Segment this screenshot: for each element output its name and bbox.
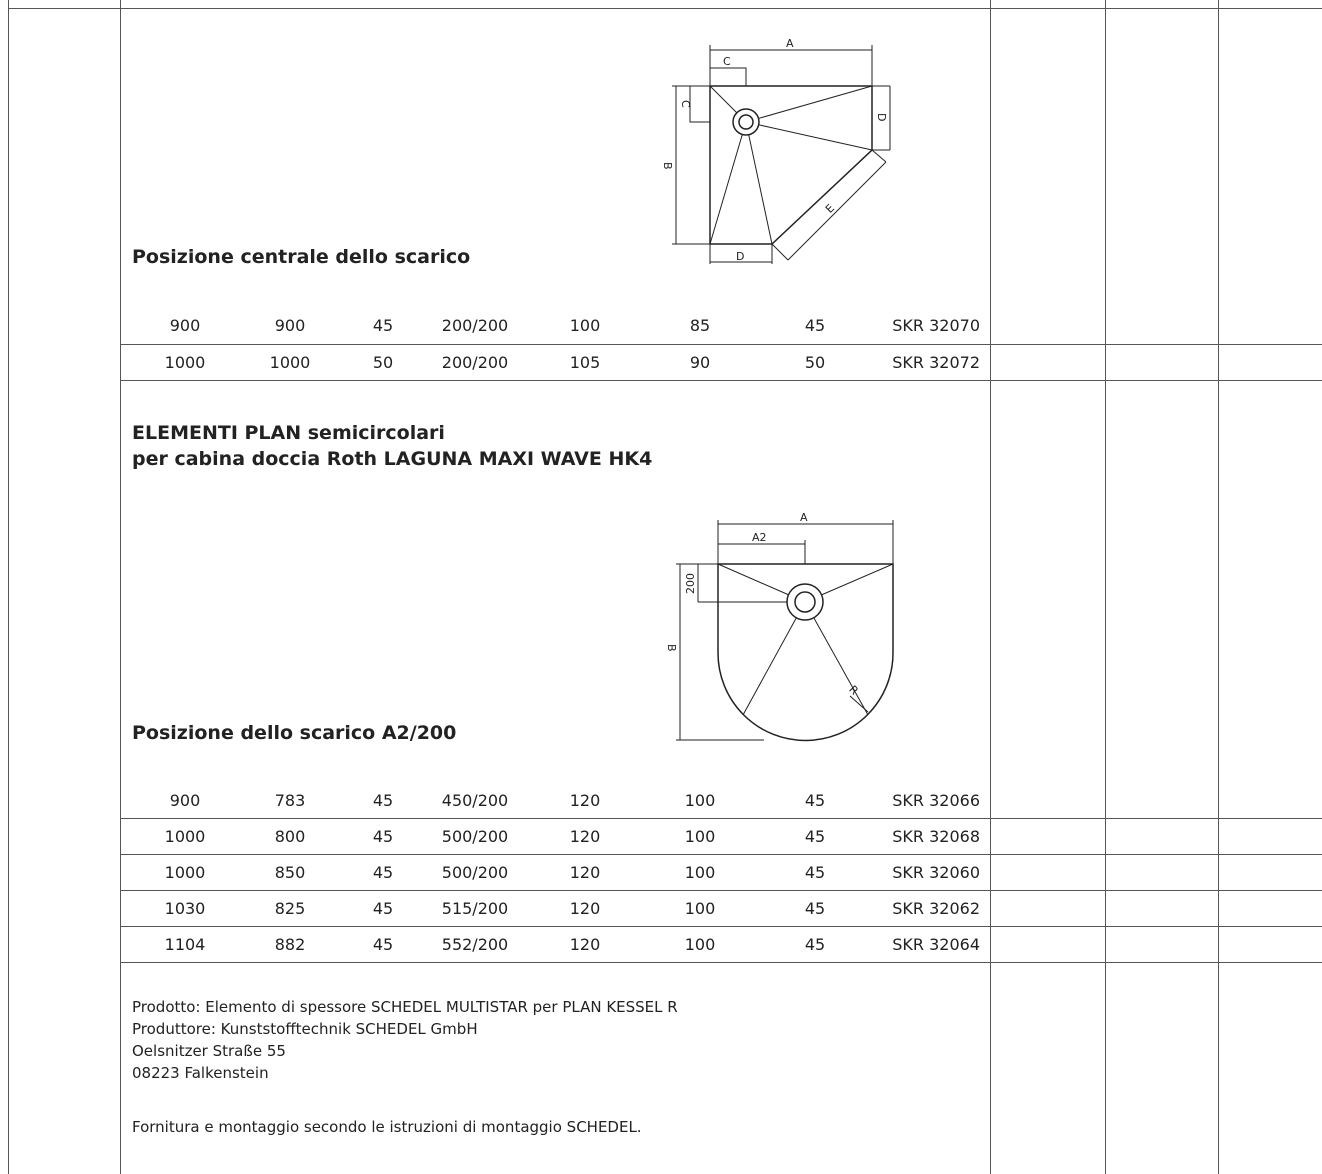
cell-a: 1030 bbox=[164, 899, 206, 918]
cell-code: SKR 32072 bbox=[892, 353, 980, 372]
footer-street: Oelsnitzer Straße 55 bbox=[132, 1042, 286, 1060]
grid-vline-3 bbox=[990, 0, 991, 1174]
row-divider bbox=[120, 926, 1322, 927]
cell-e: 105 bbox=[569, 353, 601, 372]
cell-e: 120 bbox=[569, 863, 601, 882]
table-row: 1000 800 45 500/200 120 100 45 SKR 32068 bbox=[120, 819, 990, 855]
grid-top-border bbox=[8, 8, 1322, 9]
cell-g: 50 bbox=[804, 353, 826, 372]
footer-manufacturer: Produttore: Kunststofftechnik SCHEDEL Gm… bbox=[132, 1020, 478, 1038]
cell-code: SKR 32070 bbox=[892, 316, 980, 335]
table-row: 1000 1000 50 200/200 105 90 50 SKR 32072 bbox=[120, 345, 990, 381]
grid-vline-2 bbox=[120, 0, 121, 1174]
cell-d: 450/200 bbox=[441, 791, 509, 810]
cell-g: 45 bbox=[804, 899, 826, 918]
table-row: 1104 882 45 552/200 120 100 45 SKR 32064 bbox=[120, 927, 990, 963]
dim-label-a2: A2 bbox=[752, 531, 767, 544]
row-divider bbox=[120, 962, 1322, 963]
cell-b: 882 bbox=[274, 935, 306, 954]
cell-c: 45 bbox=[372, 791, 394, 810]
cell-a: 1104 bbox=[164, 935, 206, 954]
cell-g: 45 bbox=[804, 791, 826, 810]
cell-g: 45 bbox=[804, 316, 826, 335]
cell-e: 120 bbox=[569, 899, 601, 918]
cell-b: 1000 bbox=[269, 353, 311, 372]
cell-f: 85 bbox=[689, 316, 711, 335]
footer-supply-note: Fornitura e montaggio secondo le istruzi… bbox=[132, 1118, 642, 1136]
section2-caption: Posizione dello scarico A2/200 bbox=[132, 722, 457, 744]
dim-label-c-side: C bbox=[679, 100, 692, 108]
cell-f: 90 bbox=[689, 353, 711, 372]
cell-e: 120 bbox=[569, 935, 601, 954]
table-row: 1000 850 45 500/200 120 100 45 SKR 32060 bbox=[120, 855, 990, 891]
cell-b: 825 bbox=[274, 899, 306, 918]
cell-g: 45 bbox=[804, 935, 826, 954]
cell-e: 120 bbox=[569, 827, 601, 846]
cell-d: 515/200 bbox=[441, 899, 509, 918]
row-divider bbox=[120, 818, 1322, 819]
section2-heading-line1: ELEMENTI PLAN semicircolari bbox=[132, 422, 445, 444]
row-divider bbox=[120, 890, 1322, 891]
grid-vline-5 bbox=[1218, 0, 1219, 1174]
cell-code: SKR 32066 bbox=[892, 791, 980, 810]
cell-b: 850 bbox=[274, 863, 306, 882]
cell-a: 1000 bbox=[164, 353, 206, 372]
cell-d: 500/200 bbox=[441, 827, 509, 846]
cell-a: 900 bbox=[169, 791, 201, 810]
cell-code: SKR 32068 bbox=[892, 827, 980, 846]
grid-vline-4 bbox=[1105, 0, 1106, 1174]
dim-label-d-side: D bbox=[875, 113, 888, 121]
row-divider bbox=[120, 380, 1322, 381]
cell-f: 100 bbox=[684, 827, 716, 846]
table-row: 900 783 45 450/200 120 100 45 SKR 32066 bbox=[120, 783, 990, 819]
cell-c: 45 bbox=[372, 899, 394, 918]
cell-a: 1000 bbox=[164, 827, 206, 846]
cell-c: 45 bbox=[372, 827, 394, 846]
cell-e: 100 bbox=[569, 316, 601, 335]
footer-product: Prodotto: Elemento di spessore SCHEDEL M… bbox=[132, 998, 678, 1016]
cell-d: 500/200 bbox=[441, 863, 509, 882]
cell-f: 100 bbox=[684, 935, 716, 954]
row-divider bbox=[120, 344, 1322, 345]
cell-f: 100 bbox=[684, 863, 716, 882]
dim-label-200: 200 bbox=[684, 573, 697, 594]
footer-city: 08223 Falkenstein bbox=[132, 1064, 269, 1082]
cell-b: 900 bbox=[274, 316, 306, 335]
table-row: 900 900 45 200/200 100 85 45 SKR 32070 bbox=[120, 308, 990, 344]
cell-d: 200/200 bbox=[441, 316, 509, 335]
row-divider bbox=[120, 854, 1322, 855]
dim-label-c-top: C bbox=[723, 55, 731, 68]
cell-e: 120 bbox=[569, 791, 601, 810]
cell-f: 100 bbox=[684, 899, 716, 918]
cell-g: 45 bbox=[804, 863, 826, 882]
dim-label-b: B bbox=[661, 162, 674, 170]
corner-tray-diagram: A C C B D E D bbox=[661, 37, 891, 264]
cell-c: 45 bbox=[372, 316, 394, 335]
cell-f: 100 bbox=[684, 791, 716, 810]
cell-a: 900 bbox=[169, 316, 201, 335]
cell-b: 783 bbox=[274, 791, 306, 810]
cell-c: 50 bbox=[372, 353, 394, 372]
dim-label-a: A bbox=[786, 37, 794, 50]
cell-c: 45 bbox=[372, 863, 394, 882]
dim-label-r: R bbox=[846, 683, 861, 698]
dim-label-b: B bbox=[666, 644, 678, 652]
cell-d: 552/200 bbox=[441, 935, 509, 954]
cell-b: 800 bbox=[274, 827, 306, 846]
table-row: 1030 825 45 515/200 120 100 45 SKR 32062 bbox=[120, 891, 990, 927]
section2-heading-line2: per cabina doccia Roth LAGUNA MAXI WAVE … bbox=[132, 448, 653, 470]
cell-code: SKR 32064 bbox=[892, 935, 980, 954]
dim-label-a: A bbox=[800, 511, 808, 524]
cell-code: SKR 32060 bbox=[892, 863, 980, 882]
dim-label-d-bottom: D bbox=[736, 250, 744, 263]
grid-vline-1 bbox=[8, 0, 9, 1174]
cell-code: SKR 32062 bbox=[892, 899, 980, 918]
cell-c: 45 bbox=[372, 935, 394, 954]
cell-d: 200/200 bbox=[441, 353, 509, 372]
cell-g: 45 bbox=[804, 827, 826, 846]
cell-a: 1000 bbox=[164, 863, 206, 882]
section1-caption: Posizione centrale dello scarico bbox=[132, 246, 471, 268]
semicircular-tray-diagram: A A2 200 B R bbox=[666, 511, 894, 742]
